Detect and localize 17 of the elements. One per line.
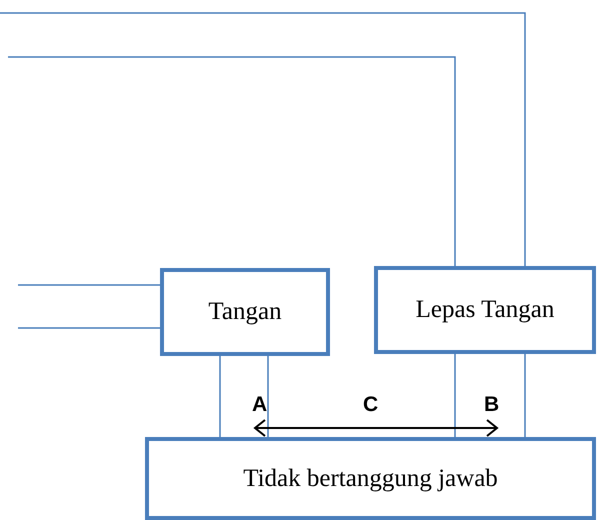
box-text: Lepas Tangan bbox=[416, 296, 554, 324]
connector-line bbox=[219, 356, 221, 437]
label-box bbox=[374, 266, 596, 354]
connector-line bbox=[454, 354, 456, 437]
connector-line bbox=[524, 354, 526, 437]
point-label: A bbox=[252, 394, 268, 415]
connector-line bbox=[8, 56, 456, 266]
label-box bbox=[145, 437, 596, 520]
connector-line bbox=[18, 284, 160, 286]
connector-line bbox=[18, 327, 160, 329]
box-text: Tangan bbox=[208, 298, 282, 326]
point-label: C bbox=[363, 394, 378, 415]
point-label: B bbox=[484, 394, 500, 415]
box-text: Tidak bertanggung jawab bbox=[243, 464, 498, 492]
label-box bbox=[160, 268, 330, 356]
connector-line bbox=[267, 356, 269, 437]
connector-line bbox=[0, 12, 526, 266]
